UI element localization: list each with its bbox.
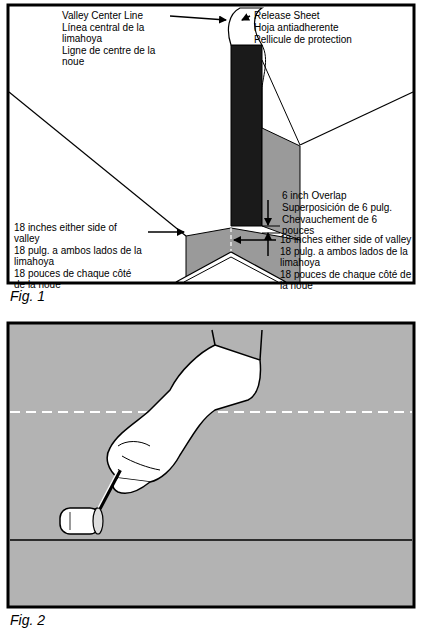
- callout-label: 18 pulg. a ambos lados de la limahoya: [280, 246, 412, 268]
- figure-caption: Fig. 2: [10, 612, 45, 628]
- callout-label: 6 inch Overlap: [282, 190, 410, 201]
- callout-label: Pellicule de protection: [254, 34, 409, 45]
- callout-label: Ligne de centre de la noue: [62, 45, 168, 67]
- callout-label: 18 pouces de chaque côté de la noue: [14, 268, 144, 290]
- callout-label: Chevauchement de 6 pouces: [282, 214, 410, 236]
- callout-label: 18 inches either side of valley: [280, 234, 412, 245]
- figure-caption: Fig. 1: [10, 288, 45, 304]
- callout-label: Superposición de 6 pulg.: [282, 202, 410, 213]
- callout-label: Release Sheet: [254, 10, 409, 21]
- callout-label: Línea central de la limahoya: [62, 22, 168, 44]
- callout-label: Valley Center Line: [62, 10, 168, 21]
- callout-label: Hoja antiadherente: [254, 22, 409, 33]
- callout-label: 18 pulg. a ambos lados de la limahoya: [14, 245, 144, 267]
- callout-label: 18 inches either side of valley: [14, 222, 144, 244]
- callout-label: 18 pouces de chaque côté de la noue: [280, 269, 412, 291]
